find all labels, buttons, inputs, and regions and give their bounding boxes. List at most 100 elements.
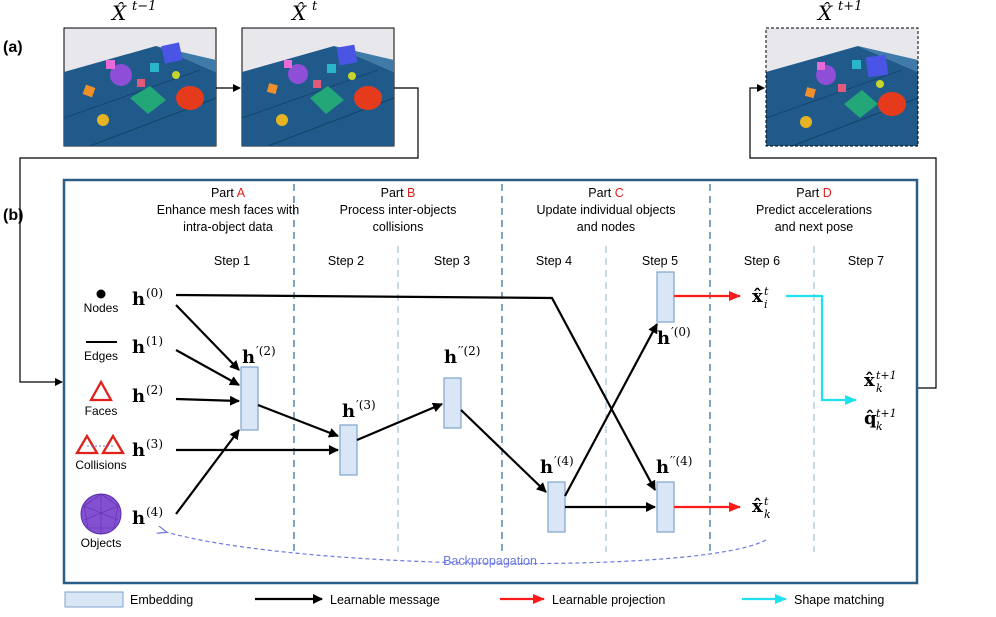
embedding-box-step1 <box>240 366 259 431</box>
step-4-label: Step 4 <box>536 254 572 268</box>
h0-label: h(0) <box>132 286 163 310</box>
step-7-label: Step 7 <box>848 254 884 268</box>
part-a-desc-1: Enhance mesh faces with <box>157 203 299 217</box>
svg-text:Nodes: Nodes <box>84 301 119 315</box>
embedding-box-step3 <box>443 377 462 429</box>
svg-text:h: h <box>132 508 145 529</box>
face-triangle-icon <box>89 379 113 402</box>
svg-text:′(4): ′(4) <box>554 454 574 468</box>
svg-text:(0): (0) <box>146 286 163 300</box>
message-arrow-h1-e1 <box>175 349 240 386</box>
step-1-label: Step 1 <box>214 254 250 268</box>
embedding-box-step5-top <box>656 271 675 323</box>
input-collisions: Collisions <box>74 433 127 472</box>
svg-text:h: h <box>132 337 145 358</box>
input-nodes: Nodes <box>84 289 119 315</box>
part-b-desc-1: Process inter-objects <box>340 203 457 217</box>
panel-label-b: (b) <box>3 207 23 224</box>
message-arrow-h2-e1 <box>175 395 240 406</box>
message-arrow-h4-e1 <box>175 429 240 515</box>
object-sphere-icon <box>80 493 122 535</box>
svg-text:q̂: q̂ <box>864 408 877 429</box>
svg-text:h: h <box>657 328 670 349</box>
svg-text:h: h <box>132 289 145 310</box>
embedding-label-e3: h′′(2) <box>444 344 480 368</box>
part-d-title: Part D <box>796 186 831 200</box>
embedding-label-e5: h′(0) <box>657 325 691 349</box>
legend-embedding-swatch <box>64 591 124 608</box>
message-arrow-e1-e2 <box>257 403 339 438</box>
svg-text:k: k <box>876 382 883 395</box>
legend-shape-label: Shape matching <box>794 593 884 607</box>
legend-projection-label: Learnable projection <box>552 593 665 607</box>
svg-text:h: h <box>342 401 355 422</box>
input-edges: Edges <box>84 341 118 363</box>
svg-text:x̂: x̂ <box>752 496 763 517</box>
h2-label: h(2) <box>132 383 163 407</box>
panel-label-a: (a) <box>3 39 23 56</box>
shape-matching-arrow <box>786 294 857 405</box>
svg-text:X̂: X̂ <box>290 1 307 25</box>
frame-label-t-minus-1: X̂ t−1 <box>110 0 156 25</box>
svg-text:t+1: t+1 <box>876 369 897 382</box>
panel-b-frame <box>62 178 919 585</box>
svg-text:(1): (1) <box>146 334 163 348</box>
svg-text:x̂: x̂ <box>864 370 875 391</box>
scene-image-t <box>241 27 395 147</box>
svg-text:Objects: Objects <box>81 536 122 550</box>
svg-text:h: h <box>132 386 145 407</box>
embedding-label-e4: h′(4) <box>540 454 574 478</box>
backpropagation-label: Backpropagation <box>443 554 537 568</box>
input-objects: Objects <box>80 493 122 550</box>
svg-text:x̂: x̂ <box>752 286 763 307</box>
part-c-desc-2: and nodes <box>577 220 635 234</box>
output-connector-line <box>749 84 937 389</box>
frame-label-t: X̂ t <box>290 0 318 25</box>
svg-text:h: h <box>444 347 457 368</box>
svg-text:i: i <box>764 298 768 311</box>
message-arrow-h0-e6 <box>175 293 656 491</box>
svg-text:(3): (3) <box>146 437 163 451</box>
legend: Embedding Learnable message Learnable pr… <box>64 591 884 608</box>
svg-text:′′(4): ′′(4) <box>670 454 692 468</box>
part-a-desc-2: intra-object data <box>183 220 273 234</box>
svg-text:X̂: X̂ <box>110 1 127 25</box>
h4-label: h(4) <box>132 505 163 529</box>
part-c-desc-1: Update individual objects <box>537 203 676 217</box>
frame-label-t-plus-1: X̂ t+1 <box>816 0 862 25</box>
svg-text:h: h <box>656 457 669 478</box>
svg-text:h: h <box>540 457 553 478</box>
svg-text:′(0): ′(0) <box>671 325 691 339</box>
input-faces: Faces <box>85 379 118 418</box>
h3-label: h(3) <box>132 437 163 461</box>
h1-label: h(1) <box>132 334 163 358</box>
step-5-label: Step 5 <box>642 254 678 268</box>
message-arrow-e2-e3 <box>356 402 443 442</box>
backpropagation-arrow <box>166 532 767 565</box>
svg-text:′(2): ′(2) <box>256 344 276 358</box>
output-xi-label: x̂ t i <box>752 285 769 311</box>
message-arrow-e3-e4 <box>460 409 547 493</box>
embedding-label-e2: h′(3) <box>342 398 376 422</box>
legend-message-label: Learnable message <box>330 593 440 607</box>
node-dot-icon <box>96 289 106 299</box>
svg-text:(4): (4) <box>146 505 163 519</box>
svg-text:t: t <box>764 285 769 298</box>
svg-text:h: h <box>132 440 145 461</box>
svg-text:(2): (2) <box>146 383 163 397</box>
collision-triangles-icon <box>74 433 126 455</box>
svg-text:Faces: Faces <box>85 404 118 418</box>
input-connector-line <box>19 87 419 386</box>
svg-text:Collisions: Collisions <box>75 458 126 472</box>
part-d-desc-2: and next pose <box>775 220 854 234</box>
step-6-label: Step 6 <box>744 254 780 268</box>
svg-text:X̂: X̂ <box>816 1 833 25</box>
scene-image-t-plus-1 <box>765 27 919 147</box>
output-xk1-label: x̂ t+1 k <box>864 369 897 395</box>
step-3-label: Step 3 <box>434 254 470 268</box>
svg-text:′′(2): ′′(2) <box>458 344 480 358</box>
output-qk1-label: q̂ t+1 k <box>864 407 897 433</box>
part-c-title: Part C <box>588 186 623 200</box>
part-b-title: Part B <box>381 186 416 200</box>
